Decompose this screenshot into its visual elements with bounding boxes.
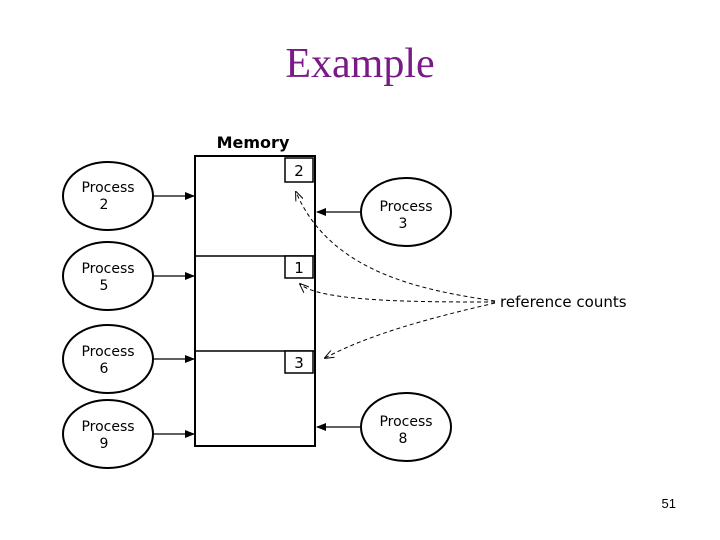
ref-count-value: 3 [294, 354, 304, 372]
process-number: 2 [100, 197, 109, 213]
dashed-pointer-to-count-1 [300, 284, 496, 303]
ref-count-value: 1 [294, 259, 304, 277]
process-label: Process [379, 199, 432, 215]
memory-column [194, 155, 316, 447]
dashed-pointer-to-count-3 [325, 302, 496, 358]
process-node-3: Process 3 [360, 177, 452, 247]
process-node-5: Process 5 [62, 241, 154, 311]
process-label: Process [379, 414, 432, 430]
process-number: 8 [399, 431, 408, 447]
process-number: 9 [100, 436, 109, 452]
ref-count-value: 2 [294, 162, 304, 180]
process-number: 6 [100, 361, 109, 377]
ref-count-box-block-1: 2 [284, 157, 314, 183]
slide-title: Example [285, 41, 435, 87]
process-number: 5 [100, 278, 109, 294]
process-node-6: Process 6 [62, 324, 154, 394]
process-node-2: Process 2 [62, 161, 154, 231]
process-label: Process [81, 261, 134, 277]
ref-count-box-block-3: 3 [284, 350, 314, 374]
process-number: 3 [399, 216, 408, 232]
process-label: Process [81, 419, 134, 435]
memory-label: Memory [217, 133, 290, 152]
page-number: 51 [661, 496, 676, 511]
reference-counts-label: reference counts [500, 293, 627, 311]
process-label: Process [81, 344, 134, 360]
process-node-9: Process 9 [62, 399, 154, 469]
process-node-8: Process 8 [360, 392, 452, 462]
dashed-pointer-to-count-2 [296, 192, 496, 302]
process-label: Process [81, 180, 134, 196]
ref-count-box-block-2: 1 [284, 255, 314, 279]
